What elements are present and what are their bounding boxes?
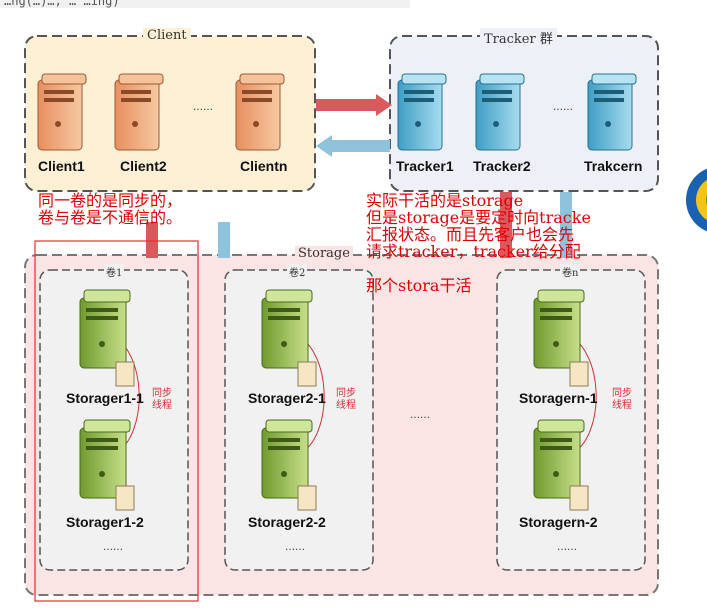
server-tower-orange-icon bbox=[235, 73, 285, 151]
server-tower-orange-icon bbox=[37, 73, 87, 151]
storager-1-2-label: Storager1-2 bbox=[66, 514, 144, 530]
server-tower-green-icon bbox=[261, 289, 313, 369]
connector-tracker-storage-red bbox=[500, 192, 512, 258]
right-annotation-line: 请求tracker，tracker给分配 bbox=[366, 242, 581, 261]
storage-group-title: Storage bbox=[295, 246, 353, 261]
client-ellipsis: …… bbox=[193, 102, 213, 113]
server-tower-blue-icon bbox=[397, 73, 447, 151]
left-annotation: 同一卷的是同步的， 卷与卷是不通信的。 bbox=[38, 192, 182, 226]
connector-client-storage-red bbox=[146, 222, 158, 258]
volume-2-title: 卷2 bbox=[287, 264, 308, 279]
storager-n-2-label: Storagern-2 bbox=[519, 514, 598, 530]
document-icon bbox=[115, 485, 135, 511]
client-group-title: Client bbox=[143, 28, 191, 43]
tracker-group-title: Tracker 群 bbox=[480, 28, 557, 47]
sync-thread-label-1: 同步 线程 bbox=[152, 388, 172, 411]
sync-thread-label-n: 同步 线程 bbox=[612, 388, 632, 411]
sync-thread-label-2: 同步 线程 bbox=[336, 388, 356, 411]
tracker-2-label: Tracker2 bbox=[473, 158, 531, 174]
connector-tracker-storage-blue bbox=[560, 192, 572, 258]
document-icon bbox=[115, 361, 135, 387]
volume-1-ellipsis: …… bbox=[103, 542, 123, 553]
server-tower-green-icon bbox=[533, 289, 585, 369]
volume-2-ellipsis: …… bbox=[285, 542, 305, 553]
right-annotation-line: 但是storage是要定时向tracke bbox=[366, 208, 591, 227]
right-annotation-line: 汇报状态。而且先客户也会先 bbox=[366, 225, 575, 244]
top-caption bbox=[0, 0, 410, 8]
server-tower-green-icon bbox=[261, 419, 313, 499]
client-1-label: Client1 bbox=[38, 158, 85, 174]
client-n-label: Clientn bbox=[240, 158, 288, 174]
client-2-label: Client2 bbox=[120, 158, 167, 174]
left-annotation-line: 同一卷的是同步的， bbox=[38, 191, 183, 210]
storager-2-2-label: Storager2-2 bbox=[248, 514, 326, 530]
right-annotation-line: 实际干活的是storage bbox=[366, 191, 524, 210]
document-icon bbox=[569, 485, 589, 511]
server-tower-orange-icon bbox=[114, 73, 164, 151]
storager-n-1-label: Storagern-1 bbox=[519, 390, 598, 406]
server-tower-green-icon bbox=[79, 289, 131, 369]
connector-client-storage-blue bbox=[218, 222, 230, 258]
top-caption-text: …ng(…)…, … …ing) bbox=[4, 0, 120, 8]
storage-middle-ellipsis: …… bbox=[410, 410, 430, 421]
document-icon bbox=[297, 485, 317, 511]
server-tower-blue-icon bbox=[475, 73, 525, 151]
storager-1-1-label: Storager1-1 bbox=[66, 390, 144, 406]
server-tower-green-icon bbox=[533, 419, 585, 499]
document-icon bbox=[297, 361, 317, 387]
partial-logo-icon bbox=[686, 168, 707, 232]
highlight-rectangle bbox=[34, 240, 199, 602]
right-annotation-line: 那个stora干活 bbox=[366, 276, 472, 295]
left-annotation-line: 卷与卷是不通信的。 bbox=[38, 208, 183, 227]
right-annotation: 实际干活的是storage 但是storage是要定时向tracke 汇报状态。… bbox=[366, 192, 591, 294]
storager-2-1-label: Storager2-1 bbox=[248, 390, 326, 406]
tracker-ellipsis: …… bbox=[553, 102, 573, 113]
document-icon bbox=[569, 361, 589, 387]
arrow-tracker-to-client bbox=[316, 135, 390, 157]
volume-n-title: 卷n bbox=[560, 264, 581, 279]
server-tower-green-icon bbox=[79, 419, 131, 499]
volume-1-title: 卷1 bbox=[104, 264, 125, 279]
arrow-client-to-tracker bbox=[316, 94, 392, 116]
tracker-1-label: Tracker1 bbox=[396, 158, 454, 174]
tracker-n-label: Trakcern bbox=[584, 158, 643, 174]
server-tower-blue-icon bbox=[587, 73, 637, 151]
volume-n-ellipsis: …… bbox=[557, 542, 577, 553]
